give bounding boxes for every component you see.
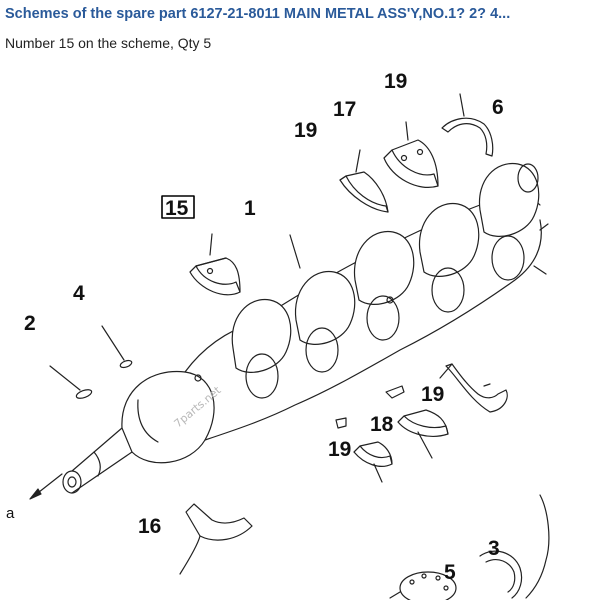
bearing-shell-19-upper-left[interactable] xyxy=(339,149,389,213)
key-4[interactable] xyxy=(101,325,133,369)
bearing-shell-19-lower[interactable] xyxy=(335,417,393,483)
flange-5[interactable] xyxy=(389,571,457,600)
callout-6[interactable]: 6 xyxy=(492,96,504,119)
callout-19-upper[interactable]: 19 xyxy=(294,119,317,142)
callout-3[interactable]: 3 xyxy=(488,537,500,560)
bearing-shell-17[interactable] xyxy=(383,121,439,188)
callout-19-right[interactable]: 19 xyxy=(421,383,444,406)
bearing-shell-19-right[interactable] xyxy=(445,363,508,413)
callout-19-lower[interactable]: 19 xyxy=(328,438,351,461)
callout-a: a xyxy=(6,505,15,522)
bearing-shell-16[interactable] xyxy=(179,503,253,575)
callout-16[interactable]: 16 xyxy=(138,515,161,538)
callout-2[interactable]: 2 xyxy=(24,312,36,335)
bearing-shell-15-highlighted[interactable] xyxy=(189,233,241,296)
callout-18[interactable]: 18 xyxy=(370,413,394,436)
callout-15[interactable]: 15 xyxy=(165,197,189,220)
callout-19-top[interactable]: 19 xyxy=(384,70,407,93)
bearing-shell-18[interactable] xyxy=(385,385,449,459)
direction-arrow-a xyxy=(29,473,63,500)
callout-1[interactable]: 1 xyxy=(244,197,256,220)
highlight-box-15 xyxy=(161,195,195,219)
crankshaft[interactable] xyxy=(62,162,549,494)
leader-1 xyxy=(289,234,301,269)
thrust-washer-3[interactable] xyxy=(479,550,523,599)
rear-seal-outline xyxy=(525,494,550,599)
crankshaft-front-end xyxy=(62,470,82,494)
callout-5[interactable]: 5 xyxy=(444,561,456,584)
page-subtitle: Number 15 on the scheme, Qty 5 xyxy=(5,35,212,51)
key-2[interactable] xyxy=(49,365,93,400)
bearing-shell-6[interactable] xyxy=(441,93,494,157)
callout-4[interactable]: 4 xyxy=(73,282,85,305)
callout-17[interactable]: 17 xyxy=(333,98,356,121)
